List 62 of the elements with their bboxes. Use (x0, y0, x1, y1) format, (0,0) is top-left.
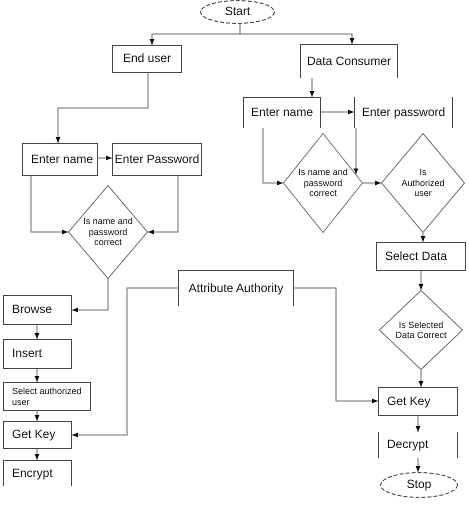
flow-arrow (294, 288, 378, 404)
terminator-oval (200, 0, 275, 24)
flow-arrow (34, 410, 40, 422)
process-box (3, 382, 91, 411)
flow-arrow (148, 176, 178, 234)
flow-arrow (34, 324, 40, 340)
flow-arrow (416, 416, 420, 432)
process-box (3, 460, 72, 486)
decision-diamond (379, 290, 463, 370)
process-box (376, 242, 466, 271)
decision-label: Is name and password correct (298, 167, 348, 199)
process-box (3, 295, 72, 325)
flow-arrow (362, 180, 382, 186)
flow-arrow (30, 176, 68, 234)
decision-label: Is Selected Data Correct (394, 320, 448, 340)
decision-diamond (381, 133, 465, 233)
process-box (112, 143, 202, 176)
process-box (112, 45, 182, 73)
process-box (300, 44, 398, 78)
box-label: Insert (12, 347, 42, 361)
process-box (378, 387, 458, 416)
process-box (3, 339, 72, 369)
flow-arrow (416, 458, 420, 472)
box-label: Enter password (362, 106, 446, 120)
box-label: Get Key (387, 394, 430, 408)
process-box (22, 143, 98, 176)
flow-arrow (420, 232, 426, 242)
decision-label: Is Authorized user (400, 167, 446, 199)
box-label: Select Data (385, 250, 448, 264)
flow-arrow (354, 128, 358, 175)
flow-arrow (34, 448, 40, 460)
box-label: Browse (12, 303, 52, 317)
decision-label: Is name and password correct (82, 216, 134, 248)
decision-diamond (283, 133, 363, 233)
process-box (3, 421, 72, 449)
flow-arrow (56, 72, 148, 144)
terminator-label: Stop (406, 478, 432, 492)
flow-arrow (262, 128, 284, 186)
box-label: Select authorized user (12, 386, 83, 407)
box-label: Attribute Authority (188, 282, 284, 296)
box-label: Decrypt (387, 438, 428, 452)
flow-arrow (34, 368, 40, 382)
flow-arrow (310, 78, 314, 98)
decision-diamond (68, 185, 148, 279)
box-label: Get Key (12, 428, 56, 442)
box-label: Enter Password (114, 152, 200, 166)
flow-arrow (98, 156, 112, 160)
box-label: Enter name (250, 106, 314, 120)
box-label: Enter name (31, 152, 94, 166)
box-label: Data Consumer (306, 54, 392, 68)
terminator-label: Start (224, 5, 250, 19)
process-box (178, 270, 294, 306)
flow-arrow (418, 270, 424, 290)
terminator-oval (380, 472, 458, 498)
process-box (243, 97, 321, 128)
flow-arrow (240, 23, 354, 44)
flow-arrow (418, 370, 424, 388)
flow-arrow (320, 110, 354, 114)
flow-arrow (72, 288, 178, 438)
flow-arrow (72, 278, 108, 312)
box-label: End user (122, 52, 172, 66)
box-label: Encrypt (12, 466, 53, 480)
